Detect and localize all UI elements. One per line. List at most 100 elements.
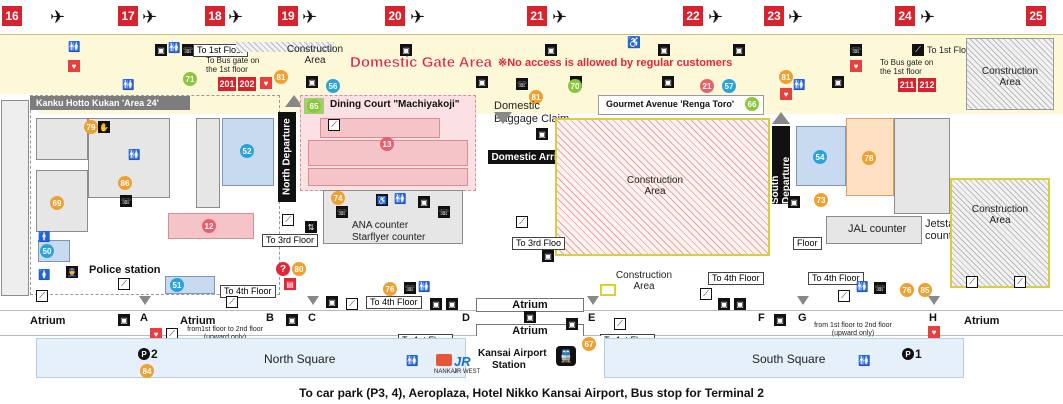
to-bus-gate-left: To Bus gate on the 1st floor — [206, 56, 260, 74]
airplane-icon: ✈ — [50, 7, 66, 27]
info-icon: ▤ — [284, 278, 296, 290]
airplane-icon: ✈ — [920, 7, 936, 27]
shop-icon: ▣ — [326, 296, 338, 308]
ana-counter-label: ANA counter — [352, 220, 409, 231]
airplane-icon: ✈ — [552, 7, 568, 27]
gourmet-avenue-label: Gourmet Avenue 'Renga Toro' — [606, 99, 734, 109]
construction-r-line1: Construction — [971, 204, 1029, 215]
badge-52: 52 — [240, 144, 254, 158]
shop-icon: ▣ — [400, 44, 412, 56]
bus-gate-202[interactable]: 202 — [238, 77, 256, 91]
exit-g[interactable]: G — [798, 312, 807, 324]
to-1st-flo-right: To 1st Flo — [927, 45, 967, 55]
shop-icon: ▣ — [118, 314, 130, 326]
restroom-icon: 🚻 — [406, 356, 419, 367]
to-4th-floor-1: To 4th Floor — [220, 285, 276, 298]
domestic-gate-title: Domestic Gate Area ※No access is allowed… — [350, 52, 800, 72]
upward-only-right: (upward only) — [831, 330, 875, 337]
phone-icon: ☏ — [404, 282, 416, 294]
gourmet-avenue — [598, 95, 764, 115]
aed-icon: ♥ — [928, 326, 940, 338]
restroom-icon: 🚻 — [122, 80, 135, 91]
badge-76: 76 — [383, 282, 397, 296]
badge-78: 78 — [862, 151, 876, 165]
shop-icon: ▣ — [734, 298, 746, 310]
badge-81: 81 — [779, 70, 793, 84]
gate-24[interactable]: 24 — [895, 6, 915, 26]
gate-17[interactable]: 17 — [118, 6, 138, 26]
badge-50: 50 — [40, 244, 54, 258]
gate-18[interactable]: 18 — [205, 6, 225, 26]
airplane-icon: ✈ — [788, 7, 804, 27]
phone-icon: ☏ — [336, 206, 348, 218]
restroom-icon: 🚻 — [856, 282, 869, 293]
badge-57: 57 — [722, 79, 736, 93]
dining-court-label: Dining Court "Machiyakoji" — [330, 99, 460, 110]
arrow-c — [307, 296, 319, 305]
train-icon: 🚆 — [556, 346, 576, 366]
to-4th-floor-4: To 4th Floor — [808, 272, 864, 285]
construction-area-right — [950, 178, 1050, 288]
exit-e[interactable]: E — [588, 312, 596, 324]
aed-icon: ♥ — [150, 328, 162, 340]
escalator-icon: ⟋ — [614, 318, 626, 330]
north-square — [36, 338, 466, 378]
exit-a[interactable]: A — [140, 312, 148, 324]
airplane-icon: ✈ — [410, 7, 426, 27]
upward-only-note-right: from 1st floor to 2nd floor(upward only) — [810, 322, 896, 338]
badge-71: 71 — [183, 72, 197, 86]
restroom-icon: 🚻 — [128, 150, 141, 161]
bus-gate-211[interactable]: 211 — [898, 78, 916, 92]
police-station-label: Police station — [89, 264, 161, 276]
domestic-gate-area-note: ※No access is allowed by regular custome… — [498, 56, 733, 69]
exit-h[interactable]: H — [929, 312, 937, 324]
south-departure-arrow — [772, 112, 790, 124]
exit-d[interactable]: D — [462, 312, 470, 324]
shop-icon: ▣ — [733, 44, 745, 56]
gate-19[interactable]: 19 — [278, 6, 298, 26]
womens-restroom-icon: 🚺 — [38, 270, 51, 281]
upward-only-note-left: from1st floor to 2nd floor(upward only) — [185, 326, 265, 342]
parking-p2[interactable]: P 2 — [138, 347, 158, 361]
bus-gate-212[interactable]: 212 — [918, 78, 936, 92]
bus-gate-201[interactable]: 201 — [218, 77, 236, 91]
floor-cut-label: Floor — [793, 237, 822, 250]
bottom-direction: To car park (P3, 4), Aeroplaza, Hotel Ni… — [0, 384, 1063, 402]
shop-icon: ▣ — [788, 196, 800, 208]
station-block[interactable] — [466, 336, 604, 380]
kanku-title-bar: Kanku Hotto Kukan 'Area 24' — [30, 96, 190, 110]
from-1st-left: from1st floor to 2nd floor — [187, 326, 263, 333]
arrow-g — [797, 296, 809, 305]
badge-86: 86 — [118, 176, 132, 190]
gate-16[interactable]: 16 — [2, 6, 22, 26]
gate-23[interactable]: 23 — [764, 6, 784, 26]
aed-icon: ♥ — [780, 88, 792, 100]
gate-20[interactable]: 20 — [385, 6, 405, 26]
badge-81-mid: 81 — [529, 90, 543, 104]
exit-b[interactable]: B — [266, 312, 274, 324]
parking-p1[interactable]: P 1 — [902, 347, 922, 361]
badge-70: 70 — [568, 79, 582, 93]
gate-25[interactable]: 25 — [1026, 6, 1046, 26]
badge-54: 54 — [813, 150, 827, 164]
construction-area-center — [555, 118, 770, 256]
pillar-1 — [1, 100, 29, 296]
exit-c[interactable]: C — [308, 312, 316, 324]
upward-only-left: (upward only) — [204, 334, 246, 341]
construction-c-line1: Construction — [626, 175, 684, 186]
badge-69: 69 — [50, 196, 64, 210]
escalator-icon: ⟋ — [346, 298, 358, 310]
escalator-icon: ⟋ — [328, 119, 340, 131]
shop-icon: ▣ — [286, 314, 298, 326]
gate-21[interactable]: 21 — [527, 6, 547, 26]
construction-r-line2: Area — [989, 215, 1011, 226]
exit-f[interactable]: F — [758, 312, 765, 324]
shop-icon: ▣ — [536, 128, 548, 140]
escalator-icon: ⟋ — [118, 278, 130, 290]
gate-22[interactable]: 22 — [683, 6, 703, 26]
help-icon[interactable]: ? — [276, 262, 290, 276]
south-square-label: South Square — [752, 352, 826, 366]
domestic-baggage-label: Domestic Baggage Claim — [494, 100, 570, 125]
